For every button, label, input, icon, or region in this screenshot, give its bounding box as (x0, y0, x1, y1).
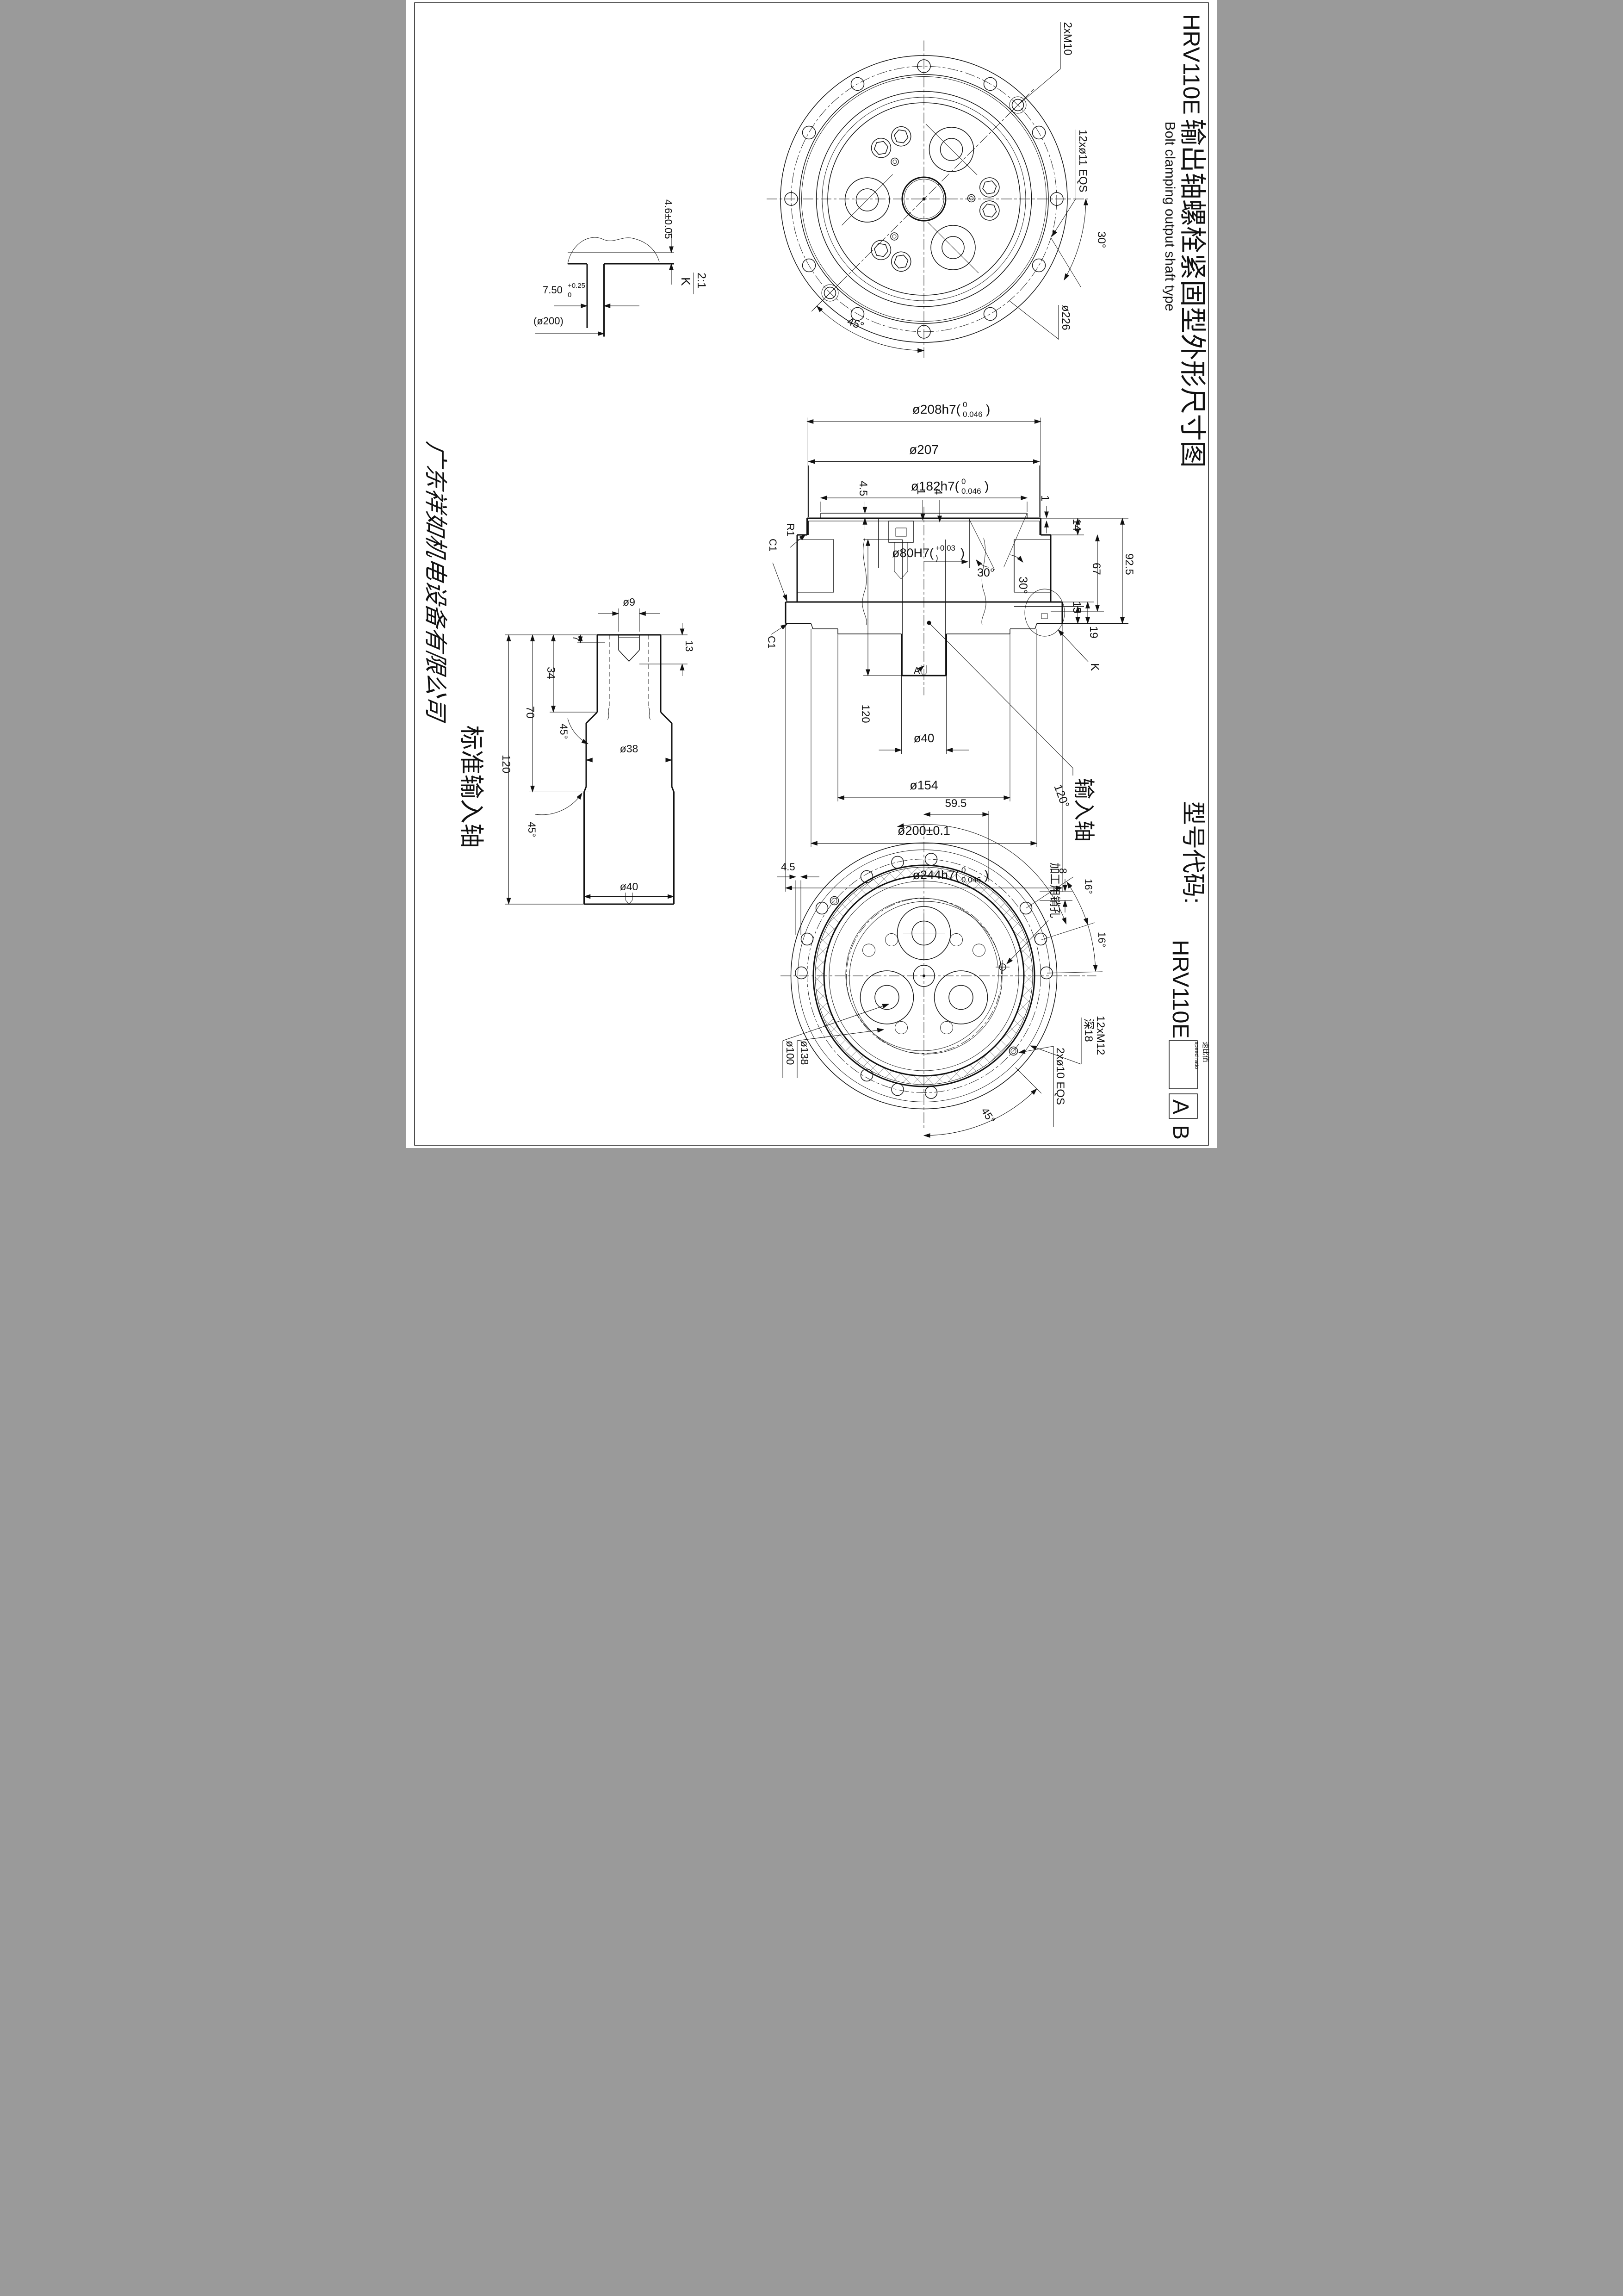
detail-k: 4.6±0.05 7.50 +0.25 0 (ø200) K 2:1 (533, 199, 708, 337)
dim-34: 34 (545, 667, 557, 679)
dim-d208-low: 0.046 (963, 410, 983, 419)
input-shaft-caption: 标准输入轴 (458, 726, 485, 848)
callout-2xd10: 2xø10 EQS (1054, 1048, 1066, 1105)
dim-30b: 30° (1016, 577, 1029, 594)
dim-67: 67 (1090, 563, 1103, 575)
speed-ratio-cn: 速比值 (1202, 1042, 1209, 1062)
speed-ratio-en: speed ratio (1194, 1042, 1200, 1069)
dim-1r: 1 (1039, 495, 1051, 501)
socket-bolt (888, 521, 914, 579)
label-c1b: C1 (766, 636, 777, 649)
dim-45b: 45° (526, 822, 538, 837)
title-en: Bolt clamping output shaft type (1162, 122, 1177, 311)
dim-d208-up: 0 (963, 400, 967, 409)
crank-bores (842, 124, 979, 273)
label-r1: R1 (785, 523, 796, 536)
dim-4s: 4 (932, 489, 944, 495)
speed-ratio-box (1169, 1040, 1198, 1089)
dim-120i: 120 (500, 755, 512, 773)
dim-16a: 16° (1083, 879, 1094, 894)
dim-d207: ø207 (909, 442, 939, 457)
detail-k-scale: 2:1 (695, 273, 708, 289)
dim-d208: ø208h7( (912, 402, 961, 416)
dim-d9: ø9 (623, 596, 635, 608)
title-cn: 输出轴螺栓紧固型外形尺寸图 (1177, 119, 1208, 468)
label-input-shaft: 输入轴 (1072, 778, 1096, 842)
callout-12xM12: 12xM12 (1094, 1016, 1107, 1055)
dim-d100: ø100 (784, 1041, 796, 1065)
dim-59.5: 59.5 (945, 797, 967, 810)
type-code-model: HRV110E (1168, 940, 1193, 1038)
dim-d38: ø38 (620, 743, 638, 755)
callout-d226: ø226 (1059, 305, 1072, 330)
page-title: HRV110E 输出轴螺栓紧固型外形尺寸图 (1177, 14, 1208, 468)
dim-16b: 16° (1096, 932, 1108, 947)
label-c1a: C1 (767, 539, 779, 552)
input-shaft-view: ø9 7 13 34 70 120 45° ø38 45° ø40 (500, 596, 695, 928)
dim-d182-low: 0.046 (961, 487, 981, 496)
callout-12xd11: 12xø11 EQS (1077, 130, 1089, 192)
title-block: HRV110E 输出轴螺栓紧固型外形尺寸图 Bolt clamping outpu… (1162, 14, 1208, 468)
dim-d80-close2: ) (960, 546, 965, 560)
datum-a: A (914, 666, 920, 676)
drawing-sheet: HRV110E 输出轴螺栓紧固型外形尺寸图 Bolt clamping outpu… (406, 0, 1217, 1148)
dim-d208-close: ) (986, 402, 990, 416)
hex-bolts (871, 126, 1000, 272)
dim-30a: 30° (977, 566, 995, 579)
dim-45a: 45° (558, 724, 570, 739)
model-code: HRV110E (1178, 14, 1204, 115)
dim-15: 15 (1071, 601, 1083, 614)
drawing-frame (414, 2, 1209, 1146)
dim-d154: ø154 (910, 778, 938, 792)
dim-70: 70 (524, 706, 536, 719)
company-name: 广东祥如机电设备有限公司 (423, 440, 449, 724)
dim-d40s: ø40 (914, 731, 935, 745)
dim-4.5b: 4.5 (781, 861, 795, 873)
dim-d182-up: 0 (961, 477, 966, 486)
callout-depth18: 深18 (1082, 1018, 1095, 1042)
dim-d182-close: ) (985, 479, 989, 493)
dim-7.50: 7.50 (543, 284, 563, 296)
paper (406, 0, 1217, 1148)
label-pin-hole: 加工用销孔 (1048, 863, 1061, 918)
code-a: A (1168, 1099, 1193, 1114)
type-code-label-cn: 型号代码: (1179, 801, 1206, 904)
dim-8: 8 (1057, 868, 1069, 874)
bolt-holes-12 (784, 59, 1064, 339)
dim-d80-low: ) (935, 553, 938, 562)
top-view: 2xM10 12xø11 EQS 30° ø226 45° (767, 22, 1108, 360)
dim-7: 7 (571, 636, 581, 641)
dim-d80: ø80H7( (892, 546, 934, 560)
code-b: B (1168, 1125, 1193, 1140)
dim-4.5s: 4.5 (857, 481, 869, 496)
detail-ref-k: K (1088, 663, 1102, 671)
dim-d182: ø182h7( (911, 479, 960, 493)
dim-14: 14 (1071, 519, 1083, 531)
dim-1l: 1 (915, 489, 927, 495)
dim-d244-close: ) (985, 868, 989, 882)
type-code-block: 型号代码: HRV110E 速比值 speed ratio A B (1168, 801, 1209, 1140)
dim-7.50-up: +0.25 (568, 282, 585, 290)
dim-13: 13 (683, 640, 695, 652)
code-a-box (1169, 1093, 1198, 1119)
dim-7.50-low: 0 (568, 291, 571, 299)
dim-d40i: ø40 (620, 881, 638, 893)
dim-4.6: 4.6±0.05 (663, 199, 674, 239)
pin-holes (890, 157, 976, 241)
callout-2xM10: 2xM10 (1061, 22, 1074, 56)
dim-d200-ref: (ø200) (533, 315, 564, 327)
dim-30deg: 30° (1095, 231, 1108, 248)
dim-19: 19 (1087, 626, 1100, 639)
dim-d138: ø138 (799, 1041, 811, 1065)
dim-120s: 120 (859, 705, 872, 723)
dim-92.5: 92.5 (1123, 553, 1135, 575)
detail-k-name: K (679, 277, 693, 286)
